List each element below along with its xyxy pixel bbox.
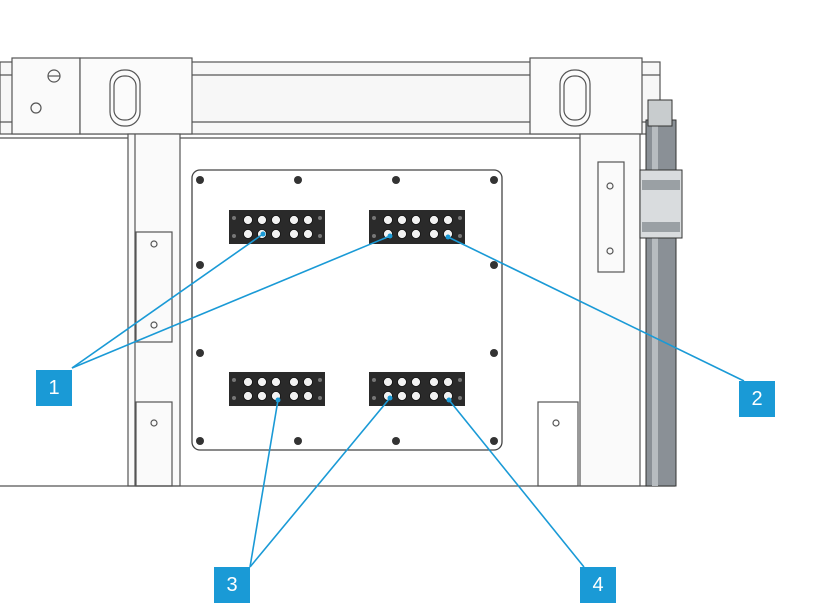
terminal-block-bottom-left — [229, 372, 325, 406]
leader-line-1a — [71, 233, 264, 369]
side-pipe — [639, 99, 683, 487]
terminal-block-top-right — [369, 210, 465, 244]
callout-4: 4 — [580, 567, 616, 603]
leader-line-4 — [448, 399, 585, 568]
terminal-block-top-left — [229, 210, 325, 244]
leader-line-3b — [249, 397, 391, 568]
leader-line-2 — [447, 236, 745, 382]
callout-2: 2 — [739, 381, 775, 417]
terminal-blocks — [229, 210, 465, 406]
leader-line-3a — [249, 399, 279, 568]
callout-1: 1 — [36, 370, 72, 406]
leader-line-1b — [71, 235, 391, 369]
callout-3: 3 — [214, 567, 250, 603]
leader-lines — [71, 233, 745, 568]
